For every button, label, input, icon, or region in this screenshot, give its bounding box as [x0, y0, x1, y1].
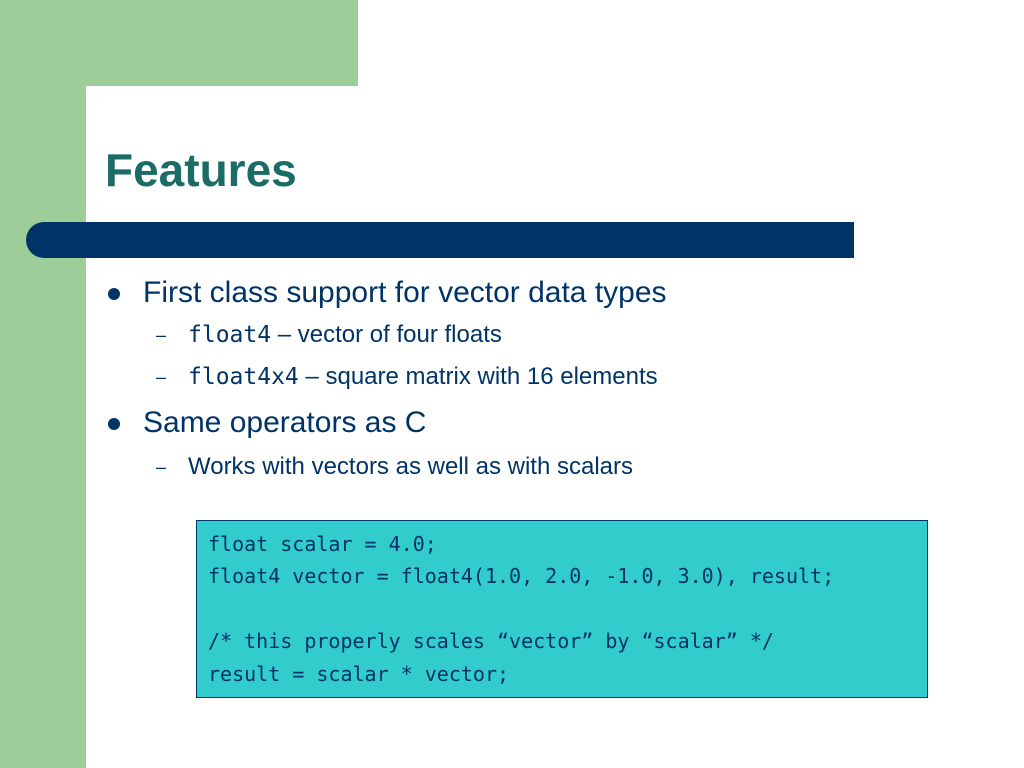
code-term: float4x4 — [188, 364, 299, 390]
code-term: float4 — [188, 322, 272, 348]
code-line: /* this properly scales “vector” by “sca… — [208, 629, 774, 653]
dash-icon: – — [156, 367, 167, 387]
code-line: float scalar = 4.0; — [208, 532, 437, 556]
bullet-text: Same operators as C — [143, 406, 427, 439]
bullet-dot-icon — [108, 418, 120, 430]
dash-icon: – — [156, 325, 167, 345]
title-underline-bar — [26, 222, 854, 258]
sub-bullet-text: Works with vectors as well as with scala… — [188, 453, 634, 480]
sub-bullet-text: – square matrix with 16 elements — [298, 363, 658, 390]
dash-icon: – — [156, 457, 167, 477]
sub-bullet-text: – vector of four floats — [271, 321, 502, 348]
bullet-text: First class support for vector data type… — [143, 276, 667, 309]
slide-title: Features — [105, 144, 297, 196]
bullet-dot-icon — [108, 288, 120, 300]
green-sidebar-decoration — [0, 0, 86, 768]
code-line: float4 vector = float4(1.0, 2.0, -1.0, 3… — [208, 564, 835, 588]
code-line: result = scalar * vector; — [208, 662, 510, 686]
code-block: float scalar = 4.0; float4 vector = floa… — [196, 520, 928, 698]
green-top-decoration — [0, 0, 358, 86]
